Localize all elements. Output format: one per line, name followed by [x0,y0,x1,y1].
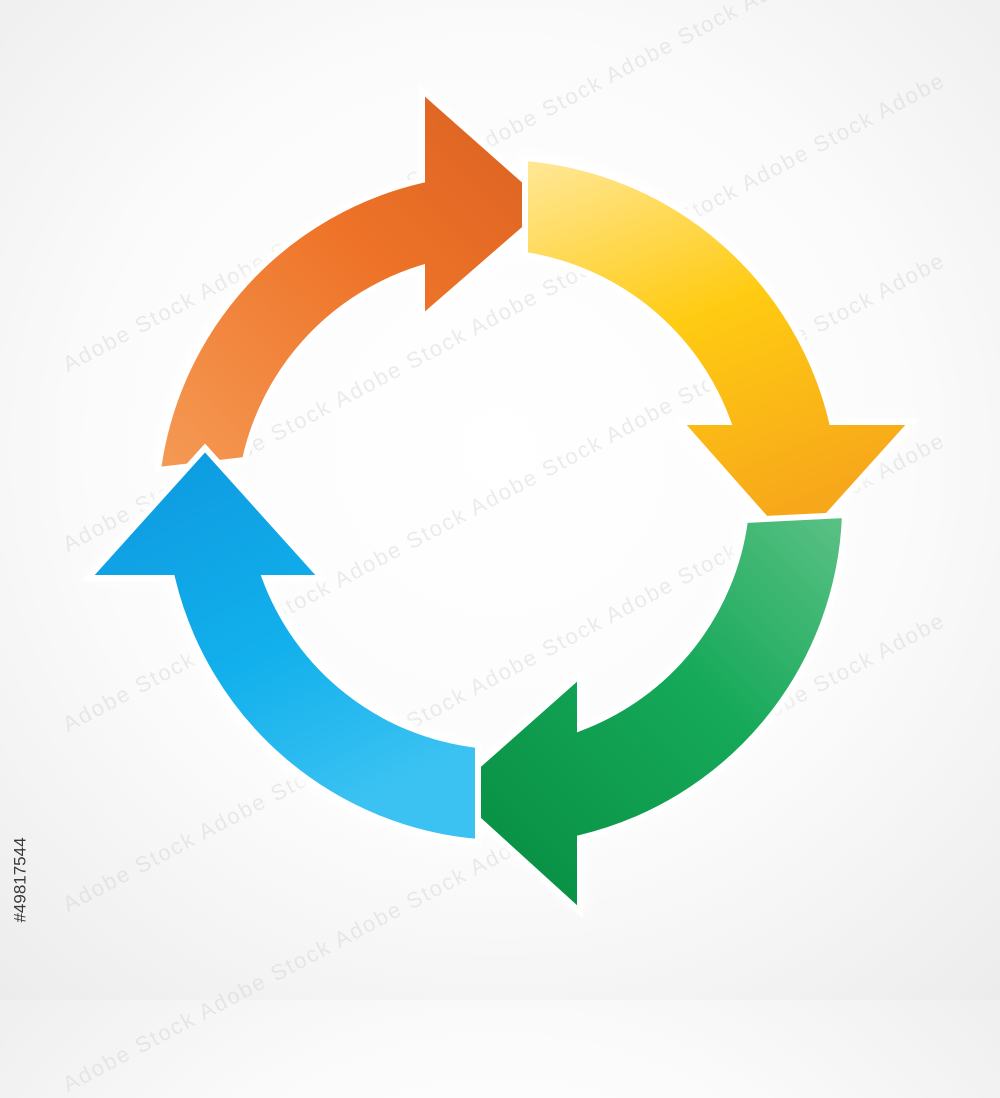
green-arrow [443,511,849,919]
orange-arrow [154,83,557,474]
stock-id-label: #49817544 [6,770,36,990]
blue-arrow [81,443,481,846]
cycle-diagram [81,83,919,919]
stock-id-text: #49817544 [11,837,30,923]
yellow-arrow [522,154,919,557]
